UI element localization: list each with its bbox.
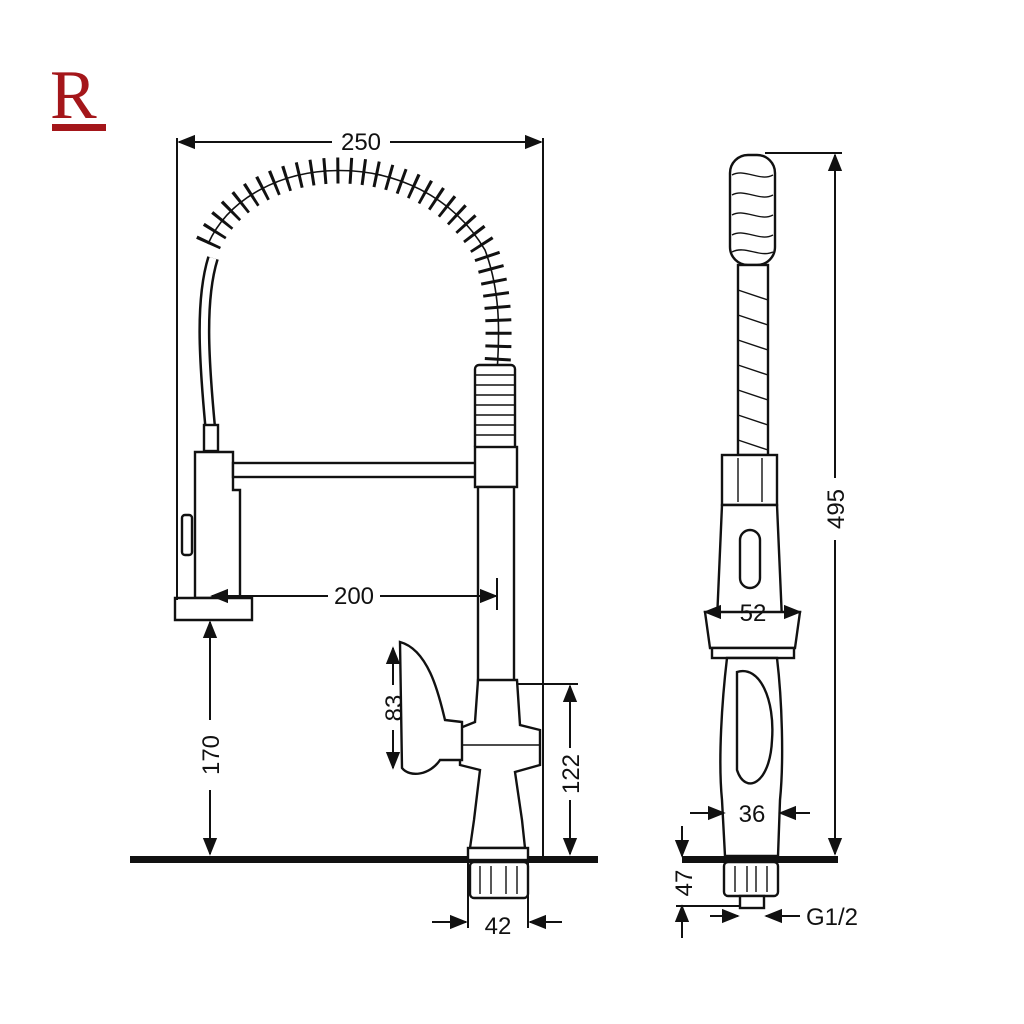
dim-body-width: 36 [739, 801, 766, 828]
dim-sprayer-width: 52 [740, 600, 767, 627]
spout-holder-bar [231, 461, 480, 479]
side-spring-top [728, 153, 777, 267]
dim-shank-length: 47 [671, 870, 698, 897]
spray-head [173, 450, 254, 622]
brand-logo-underline [52, 124, 106, 131]
hose-connector [202, 423, 220, 453]
dim-total-height: 495 [823, 489, 850, 529]
spring-coil-arc [196, 157, 512, 373]
faucet-column [473, 445, 519, 684]
dim-spray-height: 170 [198, 735, 225, 775]
dim-body-height: 122 [558, 754, 585, 794]
dim-handle-height: 83 [381, 695, 408, 722]
dim-spout-reach: 200 [334, 583, 374, 610]
faucet-side-view [703, 153, 802, 910]
brand-logo-letter: R [50, 57, 97, 134]
spring-ribbed-section [473, 363, 517, 452]
dim-base-diameter: 42 [485, 913, 512, 940]
countertop-side [682, 856, 838, 863]
side-spring-coil [736, 263, 770, 457]
dim-thread: G1/2 [806, 904, 858, 931]
side-shank [722, 860, 780, 910]
side-valve-body [719, 656, 784, 858]
spring-coil-inner [207, 169, 500, 373]
side-column-collar [720, 453, 779, 507]
valve-body [458, 678, 542, 862]
dimension-lines [176, 134, 843, 938]
brand-logo: R [50, 57, 106, 134]
faucet-front-view [173, 157, 542, 900]
dim-overall-width: 250 [341, 129, 381, 156]
countertop-front [130, 856, 598, 863]
mounting-shank [468, 860, 530, 900]
side-spray-head [703, 503, 802, 660]
lever-handle [398, 640, 464, 776]
